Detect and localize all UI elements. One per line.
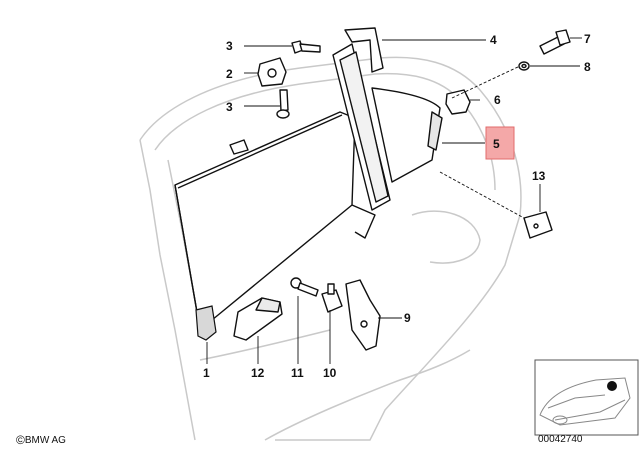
callout-8[interactable]: 8 — [584, 60, 591, 74]
washer-part-8[interactable] — [518, 61, 530, 71]
callout-11[interactable]: 11 — [291, 366, 304, 380]
screw-part-3-top[interactable] — [291, 40, 321, 54]
cap-part-13[interactable] — [523, 211, 553, 239]
copyright-brand: ©BMW AG — [16, 433, 66, 447]
copyright-symbol: © — [16, 433, 25, 447]
callout-labels: 3 2 3 4 6 7 8 5 13 9 1 12 11 10 — [203, 32, 591, 380]
callout-13[interactable]: 13 — [532, 169, 546, 183]
bracket-part-2[interactable] — [257, 57, 287, 87]
door-outline — [139, 56, 522, 441]
callout-12[interactable]: 12 — [251, 366, 265, 380]
callout-3-bottom[interactable]: 3 — [226, 100, 233, 114]
callout-5-highlight — [485, 126, 515, 160]
callout-1[interactable]: 1 — [203, 366, 210, 380]
document-number: 00042740 — [538, 434, 583, 445]
callout-10[interactable]: 10 — [323, 366, 337, 380]
brand-name: BMW AG — [24, 435, 66, 446]
callout-4[interactable]: 4 — [490, 33, 497, 47]
locator-dot — [607, 381, 617, 391]
callout-9[interactable]: 9 — [404, 311, 411, 325]
callout-5[interactable]: 5 — [493, 137, 500, 151]
screw-part-11[interactable] — [290, 277, 319, 297]
callout-7[interactable]: 7 — [584, 32, 591, 46]
cover-part-12[interactable] — [233, 297, 283, 341]
hinge-part-9[interactable] — [345, 279, 381, 351]
clip-part-6[interactable] — [445, 89, 471, 115]
callout-2[interactable]: 2 — [226, 67, 233, 81]
clip-part-10[interactable] — [321, 283, 343, 313]
leader-lines — [206, 37, 582, 364]
callout-3-top[interactable]: 3 — [226, 39, 233, 53]
bolt-part-7[interactable] — [539, 29, 571, 55]
vehicle-locator-thumbnail — [534, 359, 639, 436]
guide-rail[interactable] — [332, 27, 391, 211]
sun-blind[interactable] — [174, 111, 376, 341]
screw-part-3-bottom[interactable] — [276, 89, 290, 119]
callout-6[interactable]: 6 — [494, 93, 501, 107]
side-window-blind[interactable] — [371, 87, 443, 183]
